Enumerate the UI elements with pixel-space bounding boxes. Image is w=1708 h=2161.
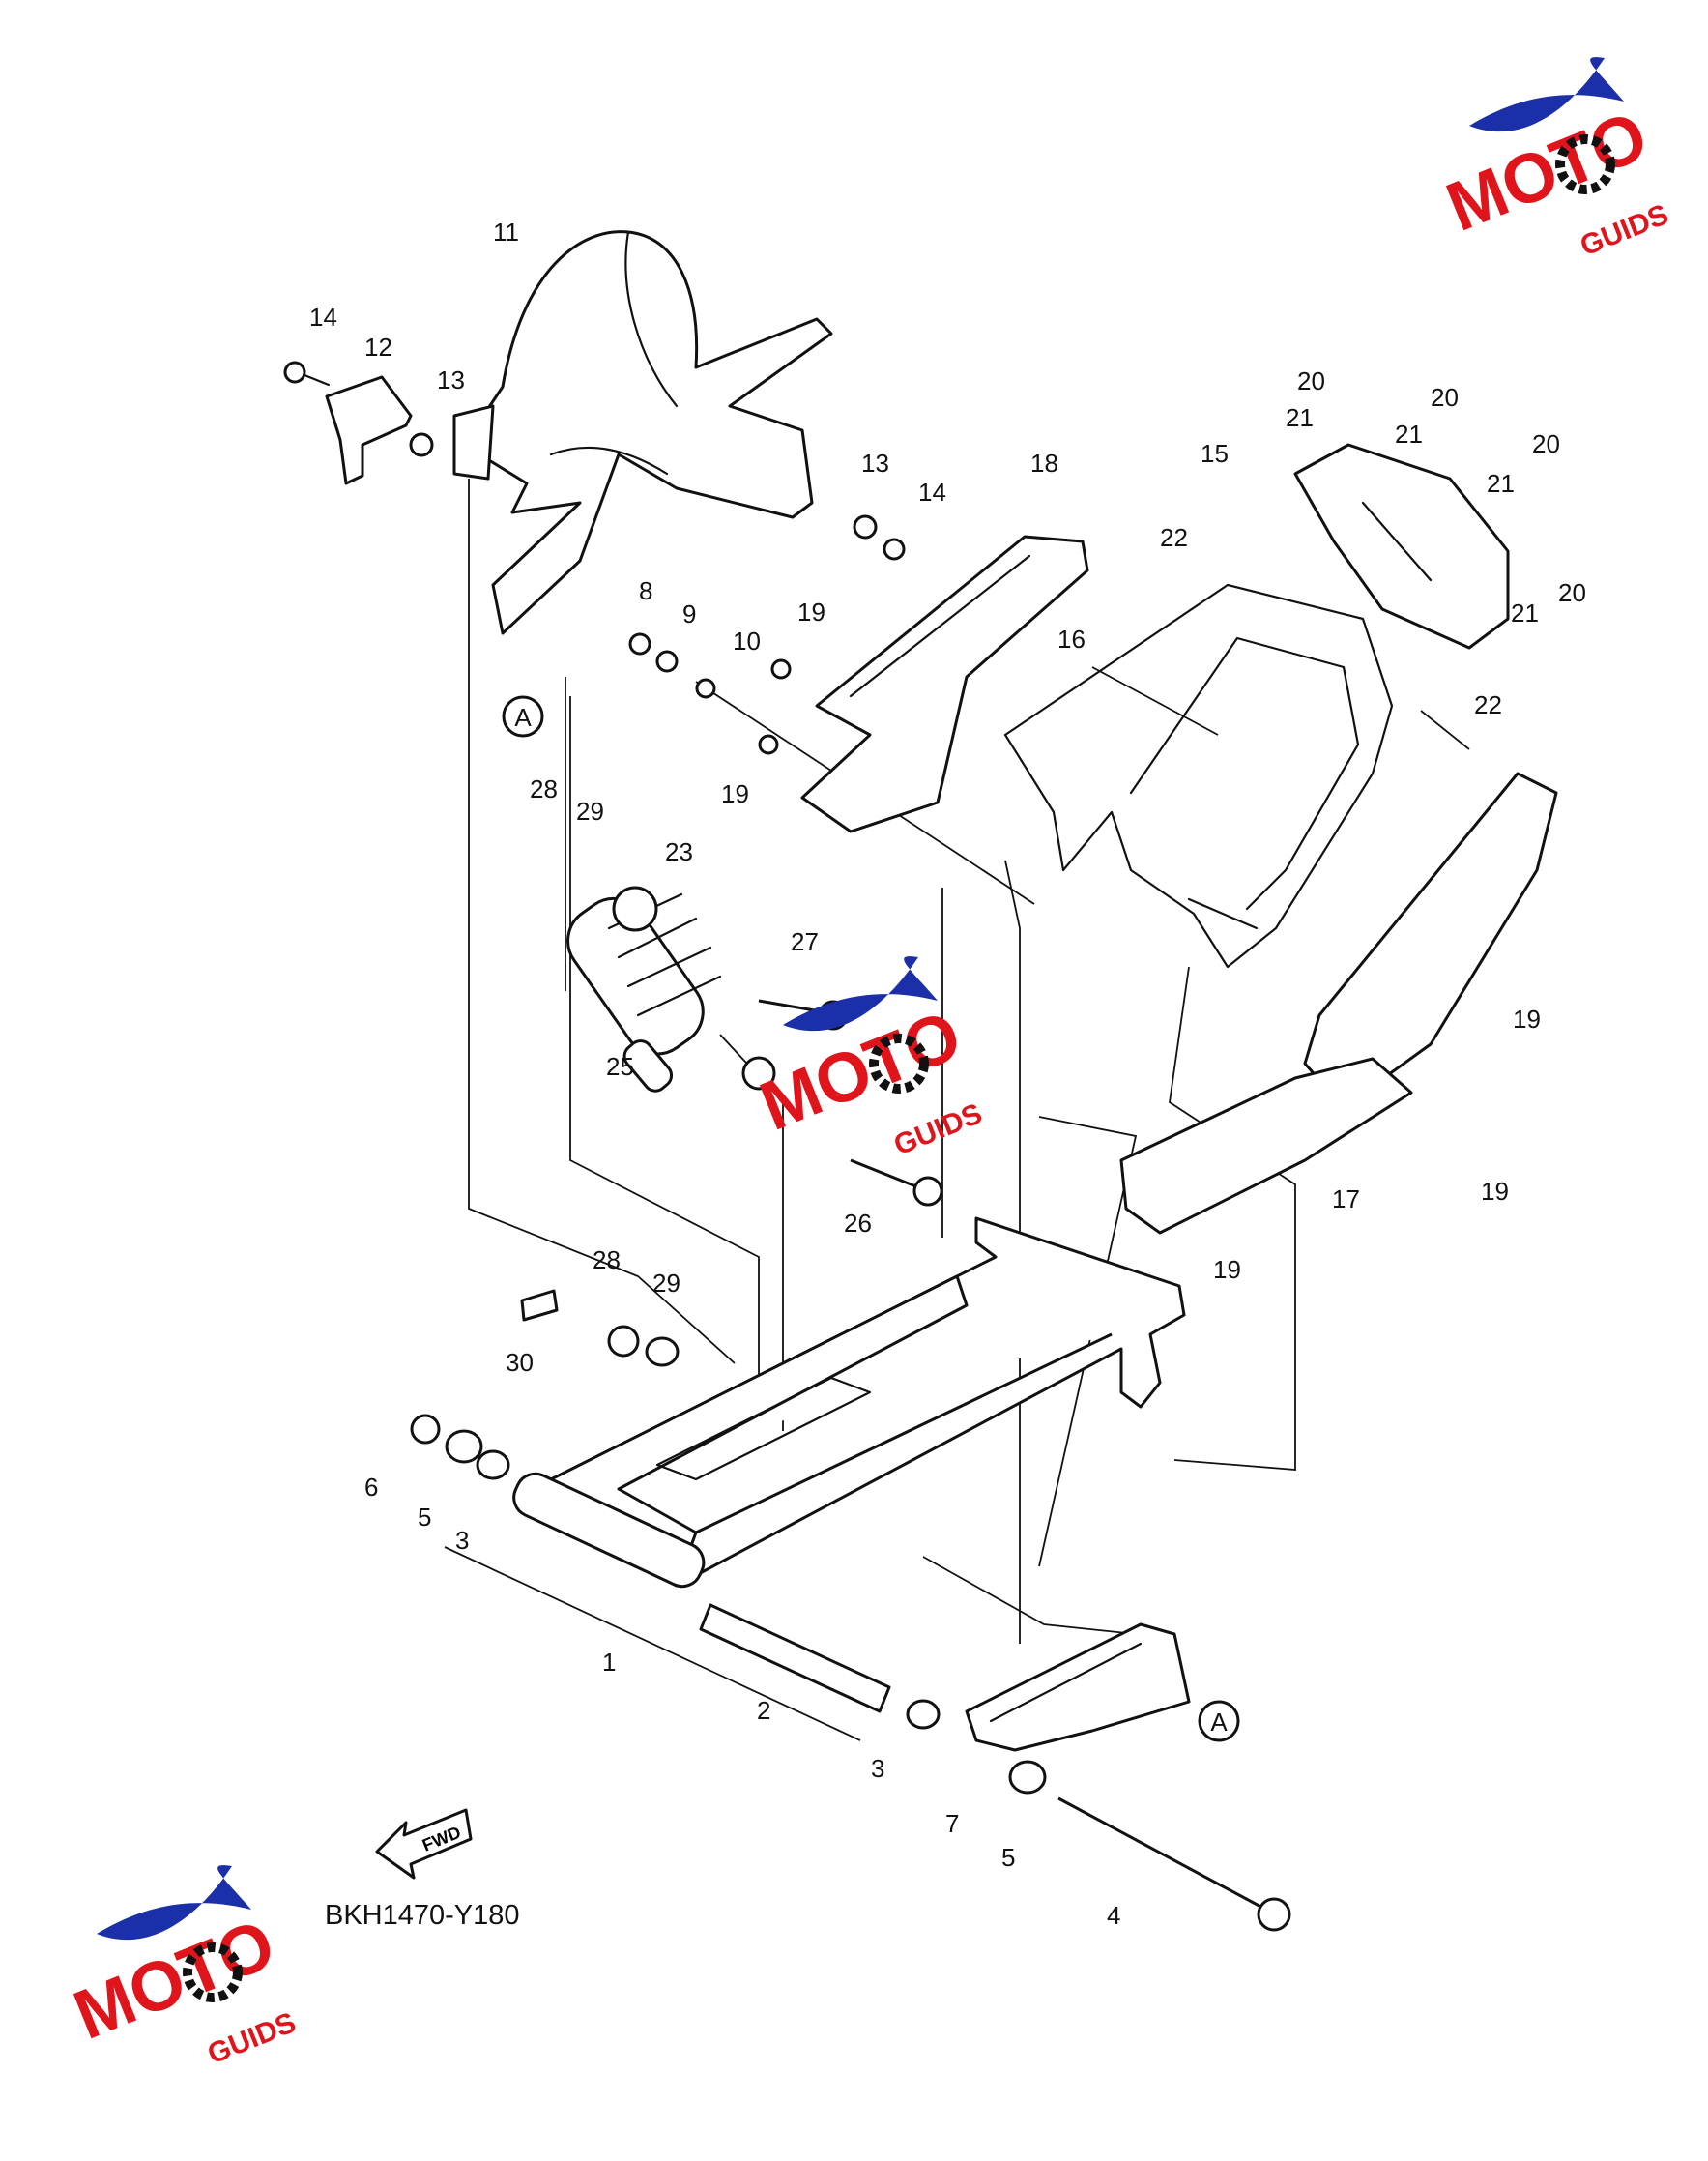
part-label: 19 [797,598,825,627]
part-label: 17 [1332,1184,1360,1213]
bracket-part [325,375,413,485]
part-label: 19 [1481,1177,1509,1206]
part-labels: 1 2 3 3 4 5 5 6 7 8 9 10 11 12 13 13 14 … [309,218,1586,1930]
part-label: 5 [418,1503,431,1532]
diagram-code: BKH1470-Y180 [325,1900,520,1931]
part-label: 19 [721,779,749,808]
part-label: 1 [602,1648,616,1677]
part-label: 15 [1201,439,1229,468]
part-label: 11 [493,218,519,247]
label-tag-part [520,1289,559,1322]
part-label: 21 [1511,599,1539,628]
brand-logo-top-right: MOTO GUIDS [1436,57,1673,262]
svg-text:GUIDS: GUIDS [889,1097,986,1161]
fwd-arrow-icon: FWD [375,1808,473,1880]
part-label: 30 [506,1348,534,1377]
part-label: 3 [871,1754,884,1783]
fasteners-left [283,361,906,755]
part-label: 27 [791,927,819,956]
pivot-shaft-and-bolt [699,1603,1291,1932]
part-label: 22 [1474,690,1502,719]
part-label: 10 [733,627,761,656]
part-label: 12 [364,333,392,362]
part-label: 28 [593,1245,621,1274]
part-label: 14 [309,303,337,332]
part-label: 8 [639,576,652,605]
part-label: 18 [1030,449,1058,478]
part-label: 26 [844,1209,872,1238]
part-label: 21 [1487,469,1515,498]
part-label: 5 [1001,1843,1015,1872]
grab-bar-part [1003,583,1394,969]
chain-guard-part [965,1622,1191,1752]
side-cover-part [1119,772,1558,1235]
brand-logo-center: MOTO GUIDS [750,956,987,1161]
svg-text:A: A [514,703,532,732]
ref-marker-a-top: A [502,695,544,738]
part-label: 6 [364,1473,378,1502]
part-label: 20 [1297,366,1325,395]
pivot-collars-left [410,1325,1047,1795]
part-label: 22 [1160,523,1188,552]
svg-text:GUIDS: GUIDS [203,2006,300,2070]
part-label: 29 [652,1269,680,1298]
part-label: 13 [861,449,889,478]
rear-fender-part [452,230,833,635]
svg-text:A: A [1210,1708,1228,1737]
part-label: 2 [757,1696,770,1725]
ref-marker-a-bottom: A [1198,1700,1240,1742]
rear-cowl-part [1293,443,1510,650]
part-label: 16 [1057,625,1086,654]
part-label: 13 [437,365,465,394]
part-label: 19 [1513,1005,1541,1034]
part-label: 21 [1286,403,1314,432]
part-label: 19 [1213,1255,1241,1284]
part-label: 3 [455,1526,469,1555]
part-label: 23 [665,837,693,866]
part-label: 14 [918,478,946,507]
brand-logo-bottom-left: MOTO GUIDS [64,1865,301,2070]
side-rail-part [800,535,1089,833]
part-label: 20 [1532,429,1560,458]
part-label: 7 [945,1809,959,1838]
part-label: 29 [576,797,604,826]
part-label: 28 [530,774,558,803]
part-label: 20 [1558,578,1586,607]
part-label: 21 [1395,420,1423,449]
svg-text:GUIDS: GUIDS [1576,198,1672,262]
part-label: 4 [1107,1901,1120,1930]
shock-absorber-part [566,886,776,1091]
swingarm-part [512,1216,1186,1589]
part-label: 20 [1431,383,1459,412]
part-label: 25 [606,1052,634,1081]
part-label: 9 [682,599,696,628]
